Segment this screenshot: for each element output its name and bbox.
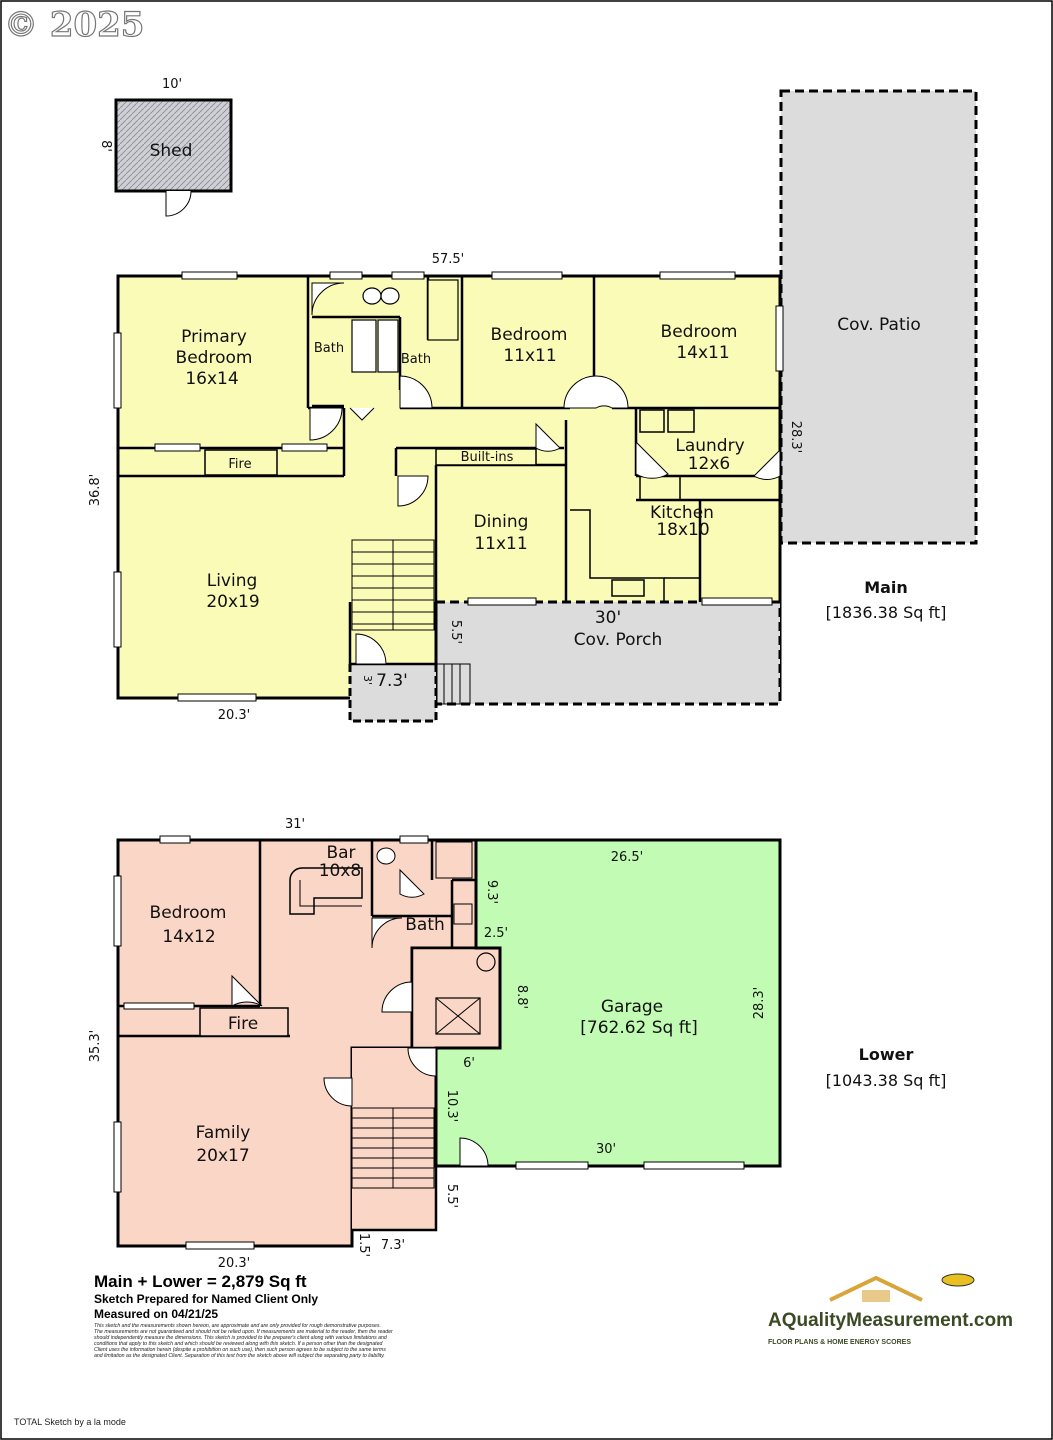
lower-floor-area: [1043.38 Sq ft] [826,1071,947,1090]
shed-dim-side: 8' [98,140,113,152]
lower-floor-label: Lower [859,1045,914,1064]
fire-label: Fire [228,457,251,472]
logo-subtext: FLOOR PLANS & HOME ENERGY SCORES [768,1339,911,1346]
dim-8-8: 8.8' [514,985,529,1009]
disclaimer-line-1: This sketch and the measurements shown h… [94,1323,381,1329]
primary-bedroom-label: Primary [181,327,247,347]
main-stairs [351,539,435,631]
kitchen-label: Kitchen [650,503,714,523]
watermark: © 2025 [4,5,144,45]
lower-stairs [351,1107,435,1189]
dim-5-5: 5.5' [444,1184,459,1208]
laundry-label: Laundry [675,436,744,456]
logo-text: AQualityMeasurement.com [768,1310,1013,1331]
dining-size: 11x11 [474,534,527,554]
main-dim-height: 36.8' [88,474,103,507]
primary-bedroom-size: 16x14 [185,369,238,389]
family-label: Family [196,1123,251,1143]
porch-label: Cov. Porch [574,630,663,650]
laundry-size: 12x6 [688,454,731,474]
dim-9-3: 9.3' [484,880,499,904]
lower-bath-label: Bath [405,915,445,935]
garage-dim-top: 26.5' [611,850,644,865]
porch-side-dim: 5.5' [448,620,463,644]
lower-dim-height: 35.3' [88,1030,103,1063]
disclaimer-line-4: conditions that apply to this sketch and… [94,1341,383,1347]
main-floor-label: Main [864,578,908,597]
bar-label: Bar [326,843,355,863]
disclaimer-line-5: Client uses the information herein (desp… [94,1347,386,1353]
main-dim-bottom: 20.3' [218,708,251,723]
bedroom3-label: Bedroom [661,322,738,342]
disclaimer-line-6: and limitation as the designated Client.… [94,1353,385,1359]
company-logo: AQualityMeasurement.com FLOOR PLANS & HO… [768,1273,1013,1346]
bedroom2-label: Bedroom [491,325,568,345]
patio-dim: 28.3' [788,421,803,454]
dining-label: Dining [474,512,529,532]
shed: Shed 10' 8' [98,77,233,217]
landing-dim-width: 7.3' [376,671,408,691]
bedroom3-size: 14x11 [676,343,729,363]
dim-1-5: 1.5' [356,1233,371,1257]
total-area: Main + Lower = 2,879 Sq ft [94,1272,307,1291]
disclaimer-line-3: should independently measure the dimensi… [94,1335,388,1341]
measured-date: Measured on 04/21/25 [94,1307,218,1321]
lower-bedroom-label: Bedroom [150,903,227,923]
builtins-label: Built-ins [461,450,514,465]
lower-fire-label: Fire [228,1014,258,1034]
disclaimer-line-2: The measurements are not guaranteed and … [94,1329,393,1335]
garage-dim-bottom: 30' [596,1142,616,1157]
lower-bedroom-size: 14x12 [162,927,215,947]
kitchen-size: 18x10 [656,520,709,540]
lower-dim-width: 31' [285,817,305,832]
dim-7-3: 7.3' [381,1238,405,1253]
garage-dim-right: 28.3' [752,987,767,1020]
patio-label: Cov. Patio [837,315,921,335]
primary-bedroom-label-2: Bedroom [176,348,253,368]
bedroom2-size: 11x11 [503,346,556,366]
living-size: 20x19 [206,592,259,612]
shed-dim-top: 10' [162,77,182,92]
shed-label: Shed [150,141,193,161]
family-size: 20x17 [196,1146,249,1166]
main-floor: Primary Bedroom 16x14 Bedroom 11x11 Bedr… [88,252,784,723]
dim-6: 6' [463,1056,475,1071]
bath2-label: Bath [401,352,431,367]
bath1-label: Bath [314,341,344,356]
garage-label: Garage [601,997,663,1017]
lower-floor: Bar 10x8 Bath Bedroom 14x12 Fire Family … [88,817,782,1271]
lower-dim-bottom: 20.3' [218,1256,251,1271]
dim-2-5: 2.5' [484,926,508,941]
landing-dim-height: 3' [361,675,374,685]
main-floor-area: [1836.38 Sq ft] [826,603,947,622]
software-credit: TOTAL Sketch by a la mode [14,1417,126,1427]
dim-10-3: 10.3' [444,1090,459,1123]
porch-dim: 30' [595,608,621,628]
covered-patio [779,89,978,545]
living-label: Living [207,571,258,591]
bar-size: 10x8 [319,861,362,881]
garage-area: [762.62 Sq ft] [580,1018,698,1038]
prepared-note: Sketch Prepared for Named Client Only [94,1292,318,1306]
main-dim-width: 57.5' [432,252,465,267]
